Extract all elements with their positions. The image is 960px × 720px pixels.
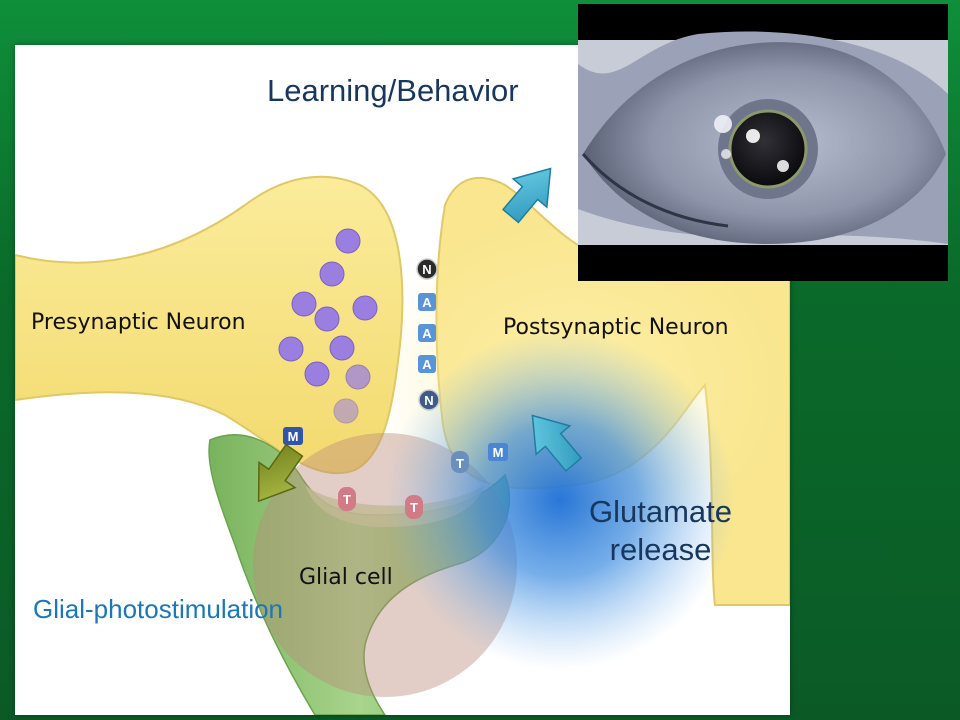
receptor-m-left: M <box>288 429 299 444</box>
synapse-diagram: N A A A N M M T T T <box>15 167 790 715</box>
receptor-a2: A <box>422 326 432 341</box>
glutamate-glow <box>385 330 735 670</box>
receptor-t-post: T <box>456 456 464 471</box>
learning-arrow <box>501 167 552 224</box>
diagram-title: Learning/Behavior <box>267 73 519 108</box>
glial-down-arrow <box>257 443 304 503</box>
eye-photo-drawing <box>578 31 948 245</box>
presynaptic-neuron-shape <box>15 175 404 475</box>
receptor-t-glial-1: T <box>343 492 351 507</box>
vesicles <box>278 228 378 424</box>
glutamate-arrow <box>531 414 583 472</box>
receptor-n-bottom: N <box>424 393 433 408</box>
receptor-t-glial-2: T <box>410 500 418 515</box>
receptor-column: N A A A N M M T T T <box>283 258 508 519</box>
receptor-a1: A <box>422 295 432 310</box>
postsynaptic-label: Postsynaptic Neuron <box>503 315 729 340</box>
receptor-a3: A <box>422 357 432 372</box>
presynaptic-label: Presynaptic Neuron <box>31 310 246 335</box>
receptor-m-right: M <box>493 445 504 460</box>
eye-photo <box>578 4 948 281</box>
glial-cell-label: Glial cell <box>299 565 393 590</box>
glial-photostimulation-label: Glial-photostimulation <box>33 594 284 624</box>
glutamate-release-label: Glutamate release <box>588 494 732 567</box>
receptor-n-top: N <box>422 262 431 277</box>
